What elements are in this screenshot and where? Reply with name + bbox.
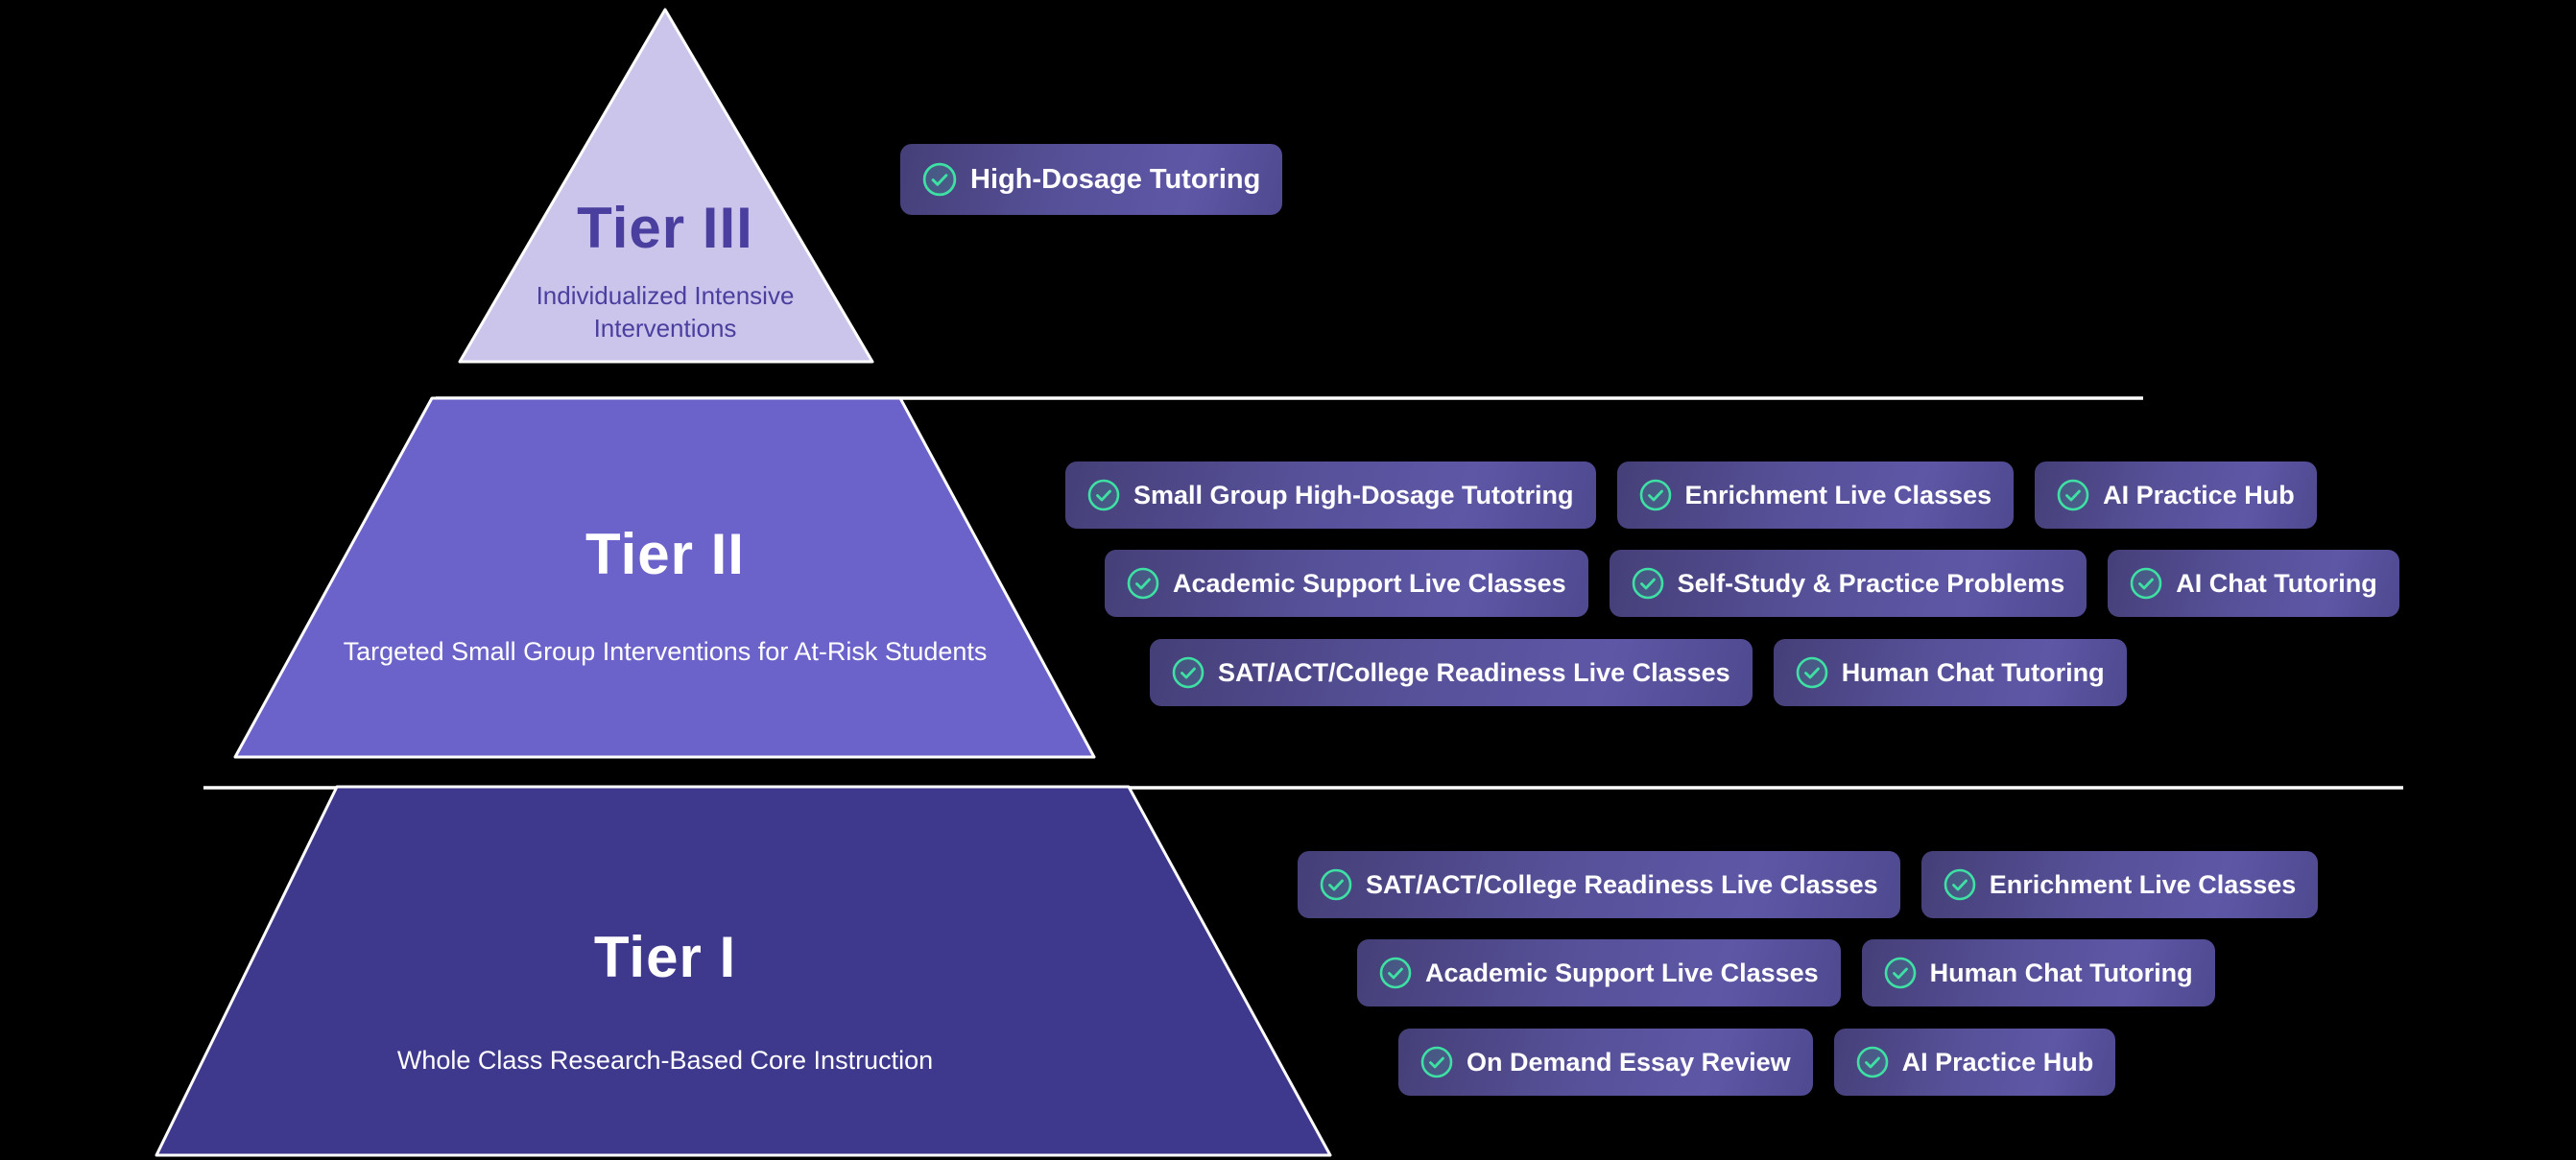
feature-badge: High-Dosage Tutoring bbox=[900, 144, 1283, 215]
check-circle-icon bbox=[1944, 868, 1975, 901]
badge-label: Enrichment Live Classes bbox=[1684, 480, 1992, 509]
feature-badge: Human Chat Tutoring bbox=[1773, 639, 2127, 706]
badge-label: AI Chat Tutoring bbox=[2176, 568, 2377, 598]
badge-label: High-Dosage Tutoring bbox=[970, 163, 1261, 195]
feature-badge: AI Practice Hub bbox=[2035, 462, 2317, 529]
tier2-badge-row-1: Small Group High-Dosage Tutotring Enrich… bbox=[1065, 462, 2317, 529]
tier3-triangle bbox=[458, 8, 874, 364]
check-circle-icon bbox=[1632, 567, 1663, 600]
tier1-subtitle: Whole Class Research-Based Core Instruct… bbox=[396, 1046, 934, 1075]
check-circle-icon bbox=[922, 162, 957, 197]
badge-label: AI Practice Hub bbox=[2103, 480, 2295, 509]
tier2-title: Tier II bbox=[585, 522, 745, 586]
check-circle-icon bbox=[1127, 567, 1159, 600]
tier2-trapezoid bbox=[233, 396, 1096, 759]
check-circle-icon bbox=[1639, 479, 1671, 511]
badge-label: Human Chat Tutoring bbox=[1929, 958, 2193, 987]
check-circle-icon bbox=[2057, 479, 2089, 511]
tier1-trapezoid bbox=[155, 785, 1332, 1157]
check-circle-icon bbox=[1884, 957, 1916, 989]
tier1-badge-row-3: On Demand Essay Review AI Practice Hub bbox=[1398, 1029, 2116, 1096]
feature-badge: AI Chat Tutoring bbox=[2108, 550, 2399, 617]
feature-badge: Enrichment Live Classes bbox=[1920, 851, 2319, 918]
check-circle-icon bbox=[1420, 1046, 1453, 1078]
tier1-title: Tier I bbox=[593, 925, 737, 989]
badge-label: Self-Study & Practice Problems bbox=[1677, 568, 2065, 598]
badge-label: Human Chat Tutoring bbox=[1841, 657, 2105, 687]
badge-label: SAT/ACT/College Readiness Live Classes bbox=[1218, 657, 1730, 687]
check-circle-icon bbox=[1172, 656, 1205, 689]
check-circle-icon bbox=[2130, 567, 2162, 600]
badge-label: AI Practice Hub bbox=[1901, 1047, 2094, 1077]
tier3-subtitle: Individualized Intensive Interventions bbox=[536, 281, 795, 343]
tier2-badge-row-2: Academic Support Live Classes Self-Study… bbox=[1105, 550, 2399, 617]
feature-badge: Self-Study & Practice Problems bbox=[1609, 550, 2087, 617]
badge-label: SAT/ACT/College Readiness Live Classes bbox=[1366, 869, 1878, 899]
tier3-badge-row: High-Dosage Tutoring bbox=[900, 144, 1283, 215]
feature-badge: Enrichment Live Classes bbox=[1616, 462, 2015, 529]
badge-label: On Demand Essay Review bbox=[1467, 1047, 1791, 1077]
feature-badge: Human Chat Tutoring bbox=[1861, 939, 2215, 1006]
feature-badge: On Demand Essay Review bbox=[1398, 1029, 1813, 1096]
tier1-badge-row-2: Academic Support Live Classes Human Chat… bbox=[1357, 939, 2215, 1006]
check-circle-icon bbox=[1856, 1046, 1888, 1078]
check-circle-icon bbox=[1087, 479, 1120, 511]
tier2-badge-row-3: SAT/ACT/College Readiness Live Classes H… bbox=[1150, 639, 2127, 706]
feature-badge: Small Group High-Dosage Tutotring bbox=[1065, 462, 1596, 529]
feature-badge: Academic Support Live Classes bbox=[1105, 550, 1588, 617]
tier2-subtitle: Targeted Small Group Interventions for A… bbox=[343, 637, 988, 666]
feature-badge: SAT/ACT/College Readiness Live Classes bbox=[1298, 851, 1900, 918]
tier3-title: Tier III bbox=[577, 196, 753, 260]
badge-label: Academic Support Live Classes bbox=[1173, 568, 1566, 598]
feature-badge: SAT/ACT/College Readiness Live Classes bbox=[1150, 639, 1753, 706]
badge-label: Enrichment Live Classes bbox=[1989, 869, 2297, 899]
check-circle-icon bbox=[1379, 957, 1412, 989]
badge-label: Small Group High-Dosage Tutotring bbox=[1133, 480, 1574, 509]
check-circle-icon bbox=[1320, 868, 1352, 901]
feature-badge: AI Practice Hub bbox=[1833, 1029, 2116, 1096]
feature-badge: Academic Support Live Classes bbox=[1357, 939, 1841, 1006]
badge-label: Academic Support Live Classes bbox=[1425, 958, 1819, 987]
check-circle-icon bbox=[1796, 656, 1827, 689]
tier1-badge-row-1: SAT/ACT/College Readiness Live Classes E… bbox=[1298, 851, 2319, 918]
